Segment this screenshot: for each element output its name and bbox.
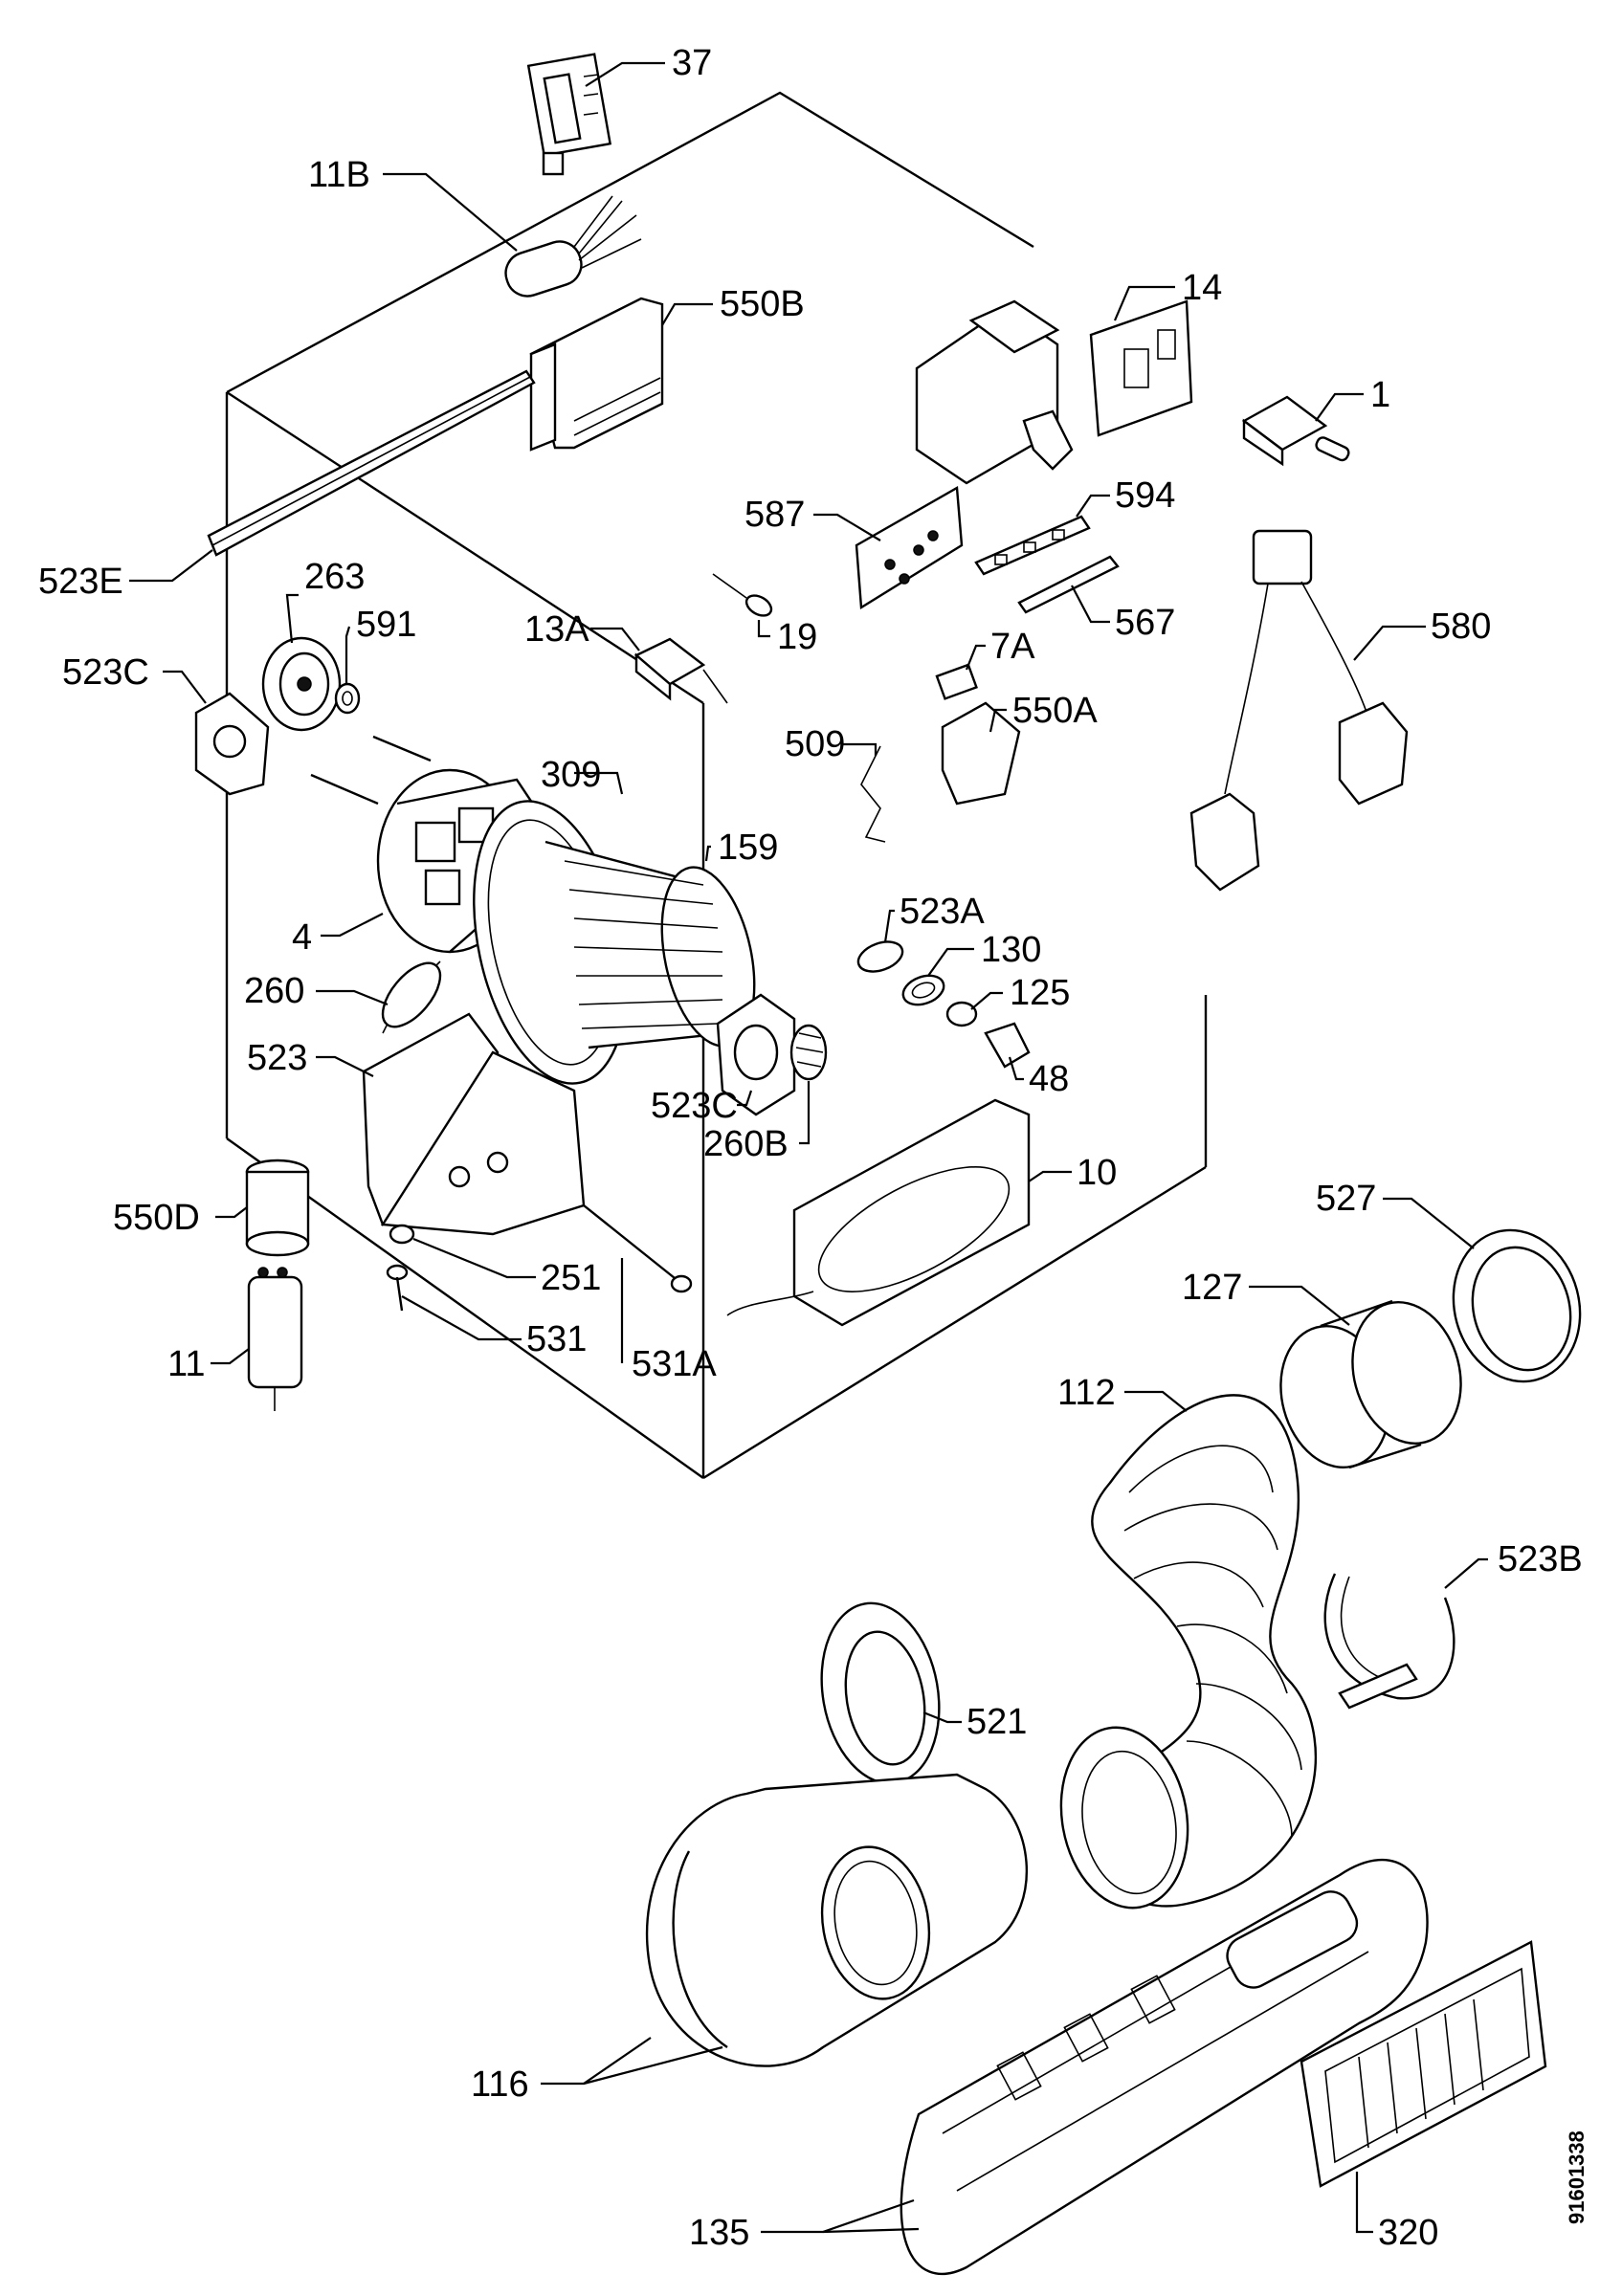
label-531: 531 [526,1319,587,1359]
label-523e: 523E [38,562,123,602]
label-550d: 550D [113,1198,200,1238]
part-260-spring [381,960,442,1034]
part-523c-bearing-left [194,692,270,796]
label-550b: 550B [720,284,805,324]
label-309: 309 [541,755,601,795]
label-125: 125 [1010,973,1070,1013]
label-1: 1 [1370,375,1390,415]
leader-lines [129,61,1488,2234]
label-112: 112 [1057,1373,1116,1413]
part-523c-bearing-right [716,993,796,1116]
part-135-filter-housing [900,1858,1429,2276]
part-523b-clamp [1323,1573,1455,1710]
part-521-gasket [820,1601,941,1785]
part-587-pcb [855,486,964,610]
part-523-motor-bracket [362,1012,586,1236]
part-523e-rail [207,369,536,557]
label-130: 130 [981,930,1041,970]
part-531a-bolt [583,1204,693,1293]
label-523c-b: 523C [651,1086,738,1126]
label-527: 527 [1316,1179,1376,1219]
part-580-sensor [1189,529,1409,892]
part-509-spring-wire [860,745,886,843]
part-527-ring [1452,1228,1582,1383]
label-523a: 523A [900,892,985,932]
label-531a: 531A [632,1344,717,1384]
label-4: 4 [292,917,312,958]
part-7a-relay [935,663,978,700]
label-127: 127 [1182,1268,1242,1308]
part-523a-clip [856,940,904,973]
label-7a: 7A [990,627,1035,667]
part-10-heater [726,1098,1031,1327]
label-320: 320 [1378,2213,1438,2253]
part-48-fastener [984,1022,1031,1069]
cabinet-frame [225,91,1208,1480]
part-594-strip [974,515,1091,576]
part-531-screw [386,1264,409,1312]
label-523c-a: 523C [62,652,149,693]
part-11b-capacitor [504,195,642,298]
label-14: 14 [1182,268,1222,308]
label-580: 580 [1431,607,1491,647]
label-11: 11 [167,1344,205,1384]
part-263-pulley [261,636,342,732]
label-591: 591 [356,605,416,645]
part-14-control-module [915,299,1193,485]
part-125-bush [945,1001,978,1027]
part-13a-suppressor [633,637,728,704]
part-550b-panel [529,297,664,452]
part-159-fan-wheel [544,840,756,1049]
label-19: 19 [777,617,817,657]
label-523b: 523B [1498,1539,1583,1579]
part-19-lamp [712,573,773,617]
part-11-capacitor [247,1267,303,1411]
drawing-code: 91601338 [1565,2130,1589,2224]
part-37-connector [526,53,612,176]
part-591-washer [334,682,361,715]
part-1-switch [1241,395,1350,467]
label-260b: 260B [703,1124,789,1164]
label-116: 116 [471,2064,529,2105]
label-251: 251 [541,1258,601,1298]
part-130-seal [901,974,945,1006]
label-48: 48 [1029,1059,1069,1099]
label-521: 521 [967,1702,1027,1742]
label-260: 260 [244,971,304,1011]
part-labels: 37 11B 550B 14 1 523E 263 591 523C 587 5… [38,43,1583,2253]
part-550d-capacitor-cap [245,1159,310,1257]
label-11b: 11B [308,155,370,195]
label-37: 37 [672,43,712,83]
label-523: 523 [247,1038,307,1078]
label-13a: 13A [524,609,589,650]
label-550a: 550A [1012,691,1098,731]
label-567: 567 [1115,603,1175,643]
label-263: 263 [304,557,365,597]
label-159: 159 [718,828,778,868]
part-320-grille [1300,1940,1547,2188]
label-587: 587 [744,495,805,535]
label-135: 135 [689,2213,749,2253]
part-127-adapter [1279,1299,1462,1469]
part-112-flexible-hose [1059,1394,1317,1910]
part-550a-holder [941,701,1021,806]
part-260b-spring [789,1024,828,1081]
part-116-volute-housing [645,1773,1029,2067]
part-251-nut [389,1224,415,1245]
part-567-bracket [1017,555,1120,614]
label-10: 10 [1077,1153,1117,1193]
label-509: 509 [785,724,845,764]
label-594: 594 [1115,475,1175,516]
